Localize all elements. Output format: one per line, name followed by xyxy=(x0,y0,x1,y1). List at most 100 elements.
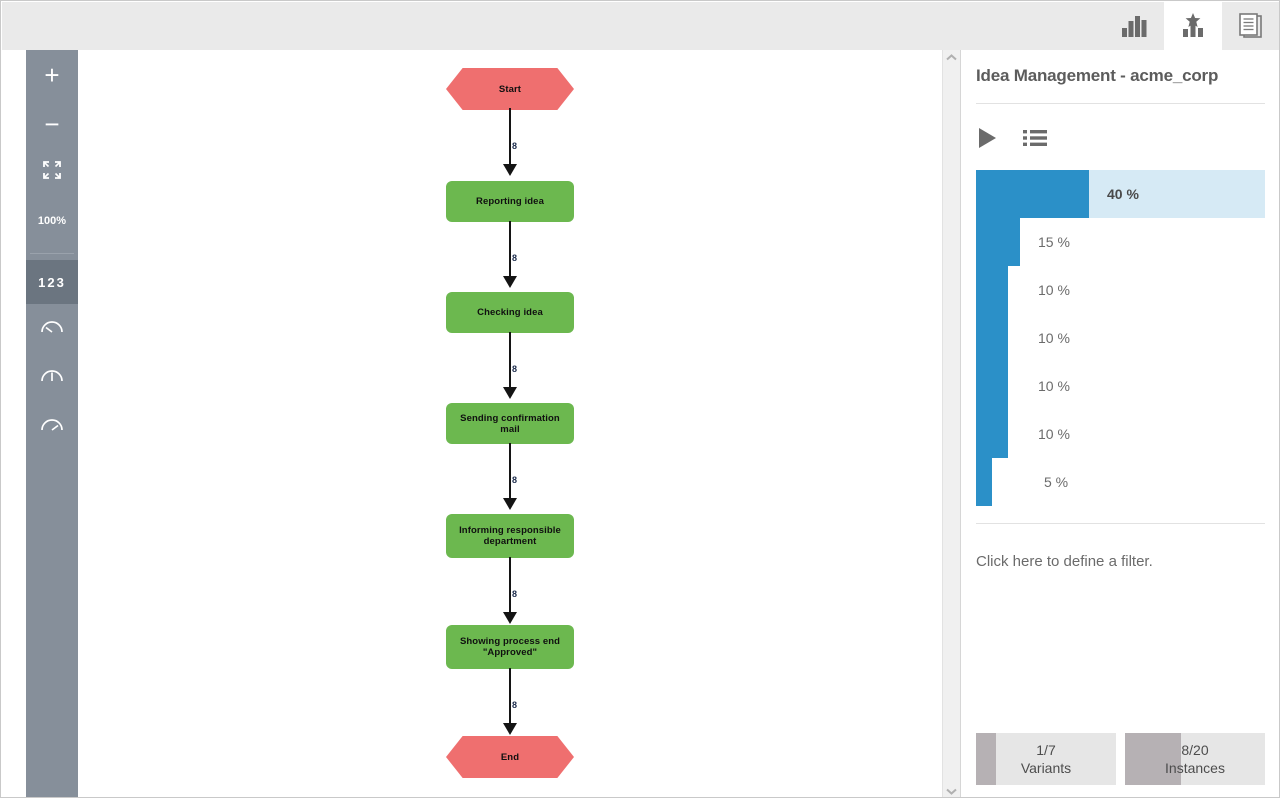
bar-chart-icon xyxy=(1120,13,1150,39)
fit-screen-icon xyxy=(42,160,62,185)
sidebar-action-bar xyxy=(976,126,1048,150)
variant-bar-row[interactable]: 10 % xyxy=(976,362,1265,410)
node-label: Informing responsible department xyxy=(459,525,561,547)
chevron-down-icon xyxy=(946,782,957,797)
play-icon[interactable] xyxy=(976,126,998,150)
node-start[interactable]: Start xyxy=(446,68,574,110)
process-canvas[interactable]: Start 8 Reporting idea 8 Checking idea 8… xyxy=(78,50,960,797)
variant-bar xyxy=(976,266,1008,314)
variant-bar xyxy=(976,362,1008,410)
canvas-toolbar: + − 100% 123 xyxy=(26,50,78,797)
edge-label: 8 xyxy=(512,475,518,485)
bar-chart-star-icon xyxy=(1178,12,1208,40)
variant-bar-chart: 40 % 15 % 10 % 10 % 10 % 10 % xyxy=(976,170,1265,506)
node-label: Sending confirmation mail xyxy=(460,412,560,435)
node-label: End xyxy=(500,751,520,763)
list-icon[interactable] xyxy=(1022,127,1048,149)
edge-line xyxy=(509,668,511,727)
variants-label: Variants xyxy=(1020,760,1072,776)
instances-value: 8/20 xyxy=(1181,742,1209,758)
edge-label: 8 xyxy=(512,141,518,151)
variant-percent-label: 10 % xyxy=(1038,378,1070,394)
edge-arrowhead xyxy=(503,164,517,176)
top-toolbar xyxy=(2,2,1279,50)
variant-percent-label: 5 % xyxy=(1044,474,1069,490)
right-sidebar: Idea Management - acme_corp xyxy=(961,50,1279,797)
panel-divider xyxy=(960,50,961,797)
hexagon-shape xyxy=(446,68,574,110)
edge-line xyxy=(509,108,511,168)
variant-bar xyxy=(976,410,1008,458)
variant-bar-row[interactable]: 40 % xyxy=(976,170,1265,218)
node-reporting-idea[interactable]: Reporting idea xyxy=(446,181,574,222)
instances-progress-fill xyxy=(1125,733,1181,785)
page-title: Idea Management - acme_corp xyxy=(976,66,1219,85)
filter-prompt[interactable]: Click here to define a filter. xyxy=(976,553,1153,570)
gauge-mid-icon xyxy=(40,367,64,388)
variant-percent-label: 10 % xyxy=(1038,282,1070,298)
gauge-low-button[interactable] xyxy=(26,304,78,353)
variant-bar-row[interactable]: 10 % xyxy=(976,314,1265,362)
zoom-in-button[interactable]: + xyxy=(44,59,60,90)
edge-line xyxy=(509,443,511,502)
chevron-up-icon xyxy=(946,48,957,66)
edge-arrowhead xyxy=(503,612,517,624)
hexagon-shape xyxy=(446,736,574,778)
canvas-vertical-scrollbar[interactable] xyxy=(942,50,961,797)
show-numbers-button[interactable]: 123 xyxy=(26,260,78,304)
bar-chart-icon-button[interactable] xyxy=(1106,2,1164,50)
gauge-mid-button[interactable] xyxy=(26,353,78,402)
variant-percent-label: 40 % xyxy=(1107,186,1139,202)
node-end[interactable]: End xyxy=(446,736,574,778)
edge-arrowhead xyxy=(503,723,517,735)
edge-arrowhead xyxy=(503,387,517,399)
edge-label: 8 xyxy=(512,700,518,710)
gauge-high-button[interactable] xyxy=(26,402,78,451)
variant-bar-row[interactable]: 10 % xyxy=(976,410,1265,458)
node-checking-idea[interactable]: Checking idea xyxy=(446,292,574,333)
variant-bar-row[interactable]: 5 % xyxy=(976,458,1265,506)
title-divider xyxy=(976,103,1265,104)
zoom-out-button[interactable]: − xyxy=(44,108,60,139)
node-label: Checking idea xyxy=(477,307,543,318)
variant-bar xyxy=(976,314,1008,362)
scroll-down-button[interactable] xyxy=(943,782,961,797)
gauge-high-icon xyxy=(40,416,64,437)
variants-value: 1/7 xyxy=(1036,742,1056,758)
edge-line xyxy=(509,221,511,280)
node-sending-confirmation-mail[interactable]: Sending confirmation mail xyxy=(446,403,574,444)
edge-line xyxy=(509,557,511,616)
edge-label: 8 xyxy=(512,364,518,374)
variant-bar-row[interactable]: 15 % xyxy=(976,218,1265,266)
scroll-up-button[interactable] xyxy=(943,50,961,64)
filter-divider xyxy=(976,523,1265,524)
edge-label: 8 xyxy=(512,253,518,263)
variant-percent-label: 10 % xyxy=(1038,426,1070,442)
fit-screen-button[interactable] xyxy=(26,148,78,197)
toolbar-divider xyxy=(30,253,74,254)
edge-arrowhead xyxy=(503,498,517,510)
zoom-level-label[interactable]: 100% xyxy=(37,215,67,227)
instances-stat[interactable]: 8/20 Instances xyxy=(1125,733,1265,785)
instances-label: Instances xyxy=(1165,760,1225,776)
bar-chart-star-icon-button[interactable] xyxy=(1164,2,1222,50)
variants-progress-fill xyxy=(976,733,996,785)
node-label: Showing process end "Approved" xyxy=(459,636,561,658)
variant-bar xyxy=(976,170,1089,218)
node-showing-process-end-approved[interactable]: Showing process end "Approved" xyxy=(446,625,574,669)
variant-percent-label: 10 % xyxy=(1038,330,1070,346)
stats-bar: 1/7 Variants 8/20 Instances xyxy=(976,733,1265,785)
node-label: Reporting idea xyxy=(476,196,544,207)
edge-arrowhead xyxy=(503,276,517,288)
gauge-low-icon xyxy=(40,318,64,339)
variant-bar-row[interactable]: 10 % xyxy=(976,266,1265,314)
edge-label: 8 xyxy=(512,589,518,599)
node-informing-responsible-department[interactable]: Informing responsible department xyxy=(446,514,574,558)
documents-icon-button[interactable] xyxy=(1222,2,1279,50)
variant-bar xyxy=(976,458,992,506)
variants-stat[interactable]: 1/7 Variants xyxy=(976,733,1116,785)
variant-bar xyxy=(976,218,1020,266)
documents-icon xyxy=(1236,12,1266,40)
edge-line xyxy=(509,332,511,391)
